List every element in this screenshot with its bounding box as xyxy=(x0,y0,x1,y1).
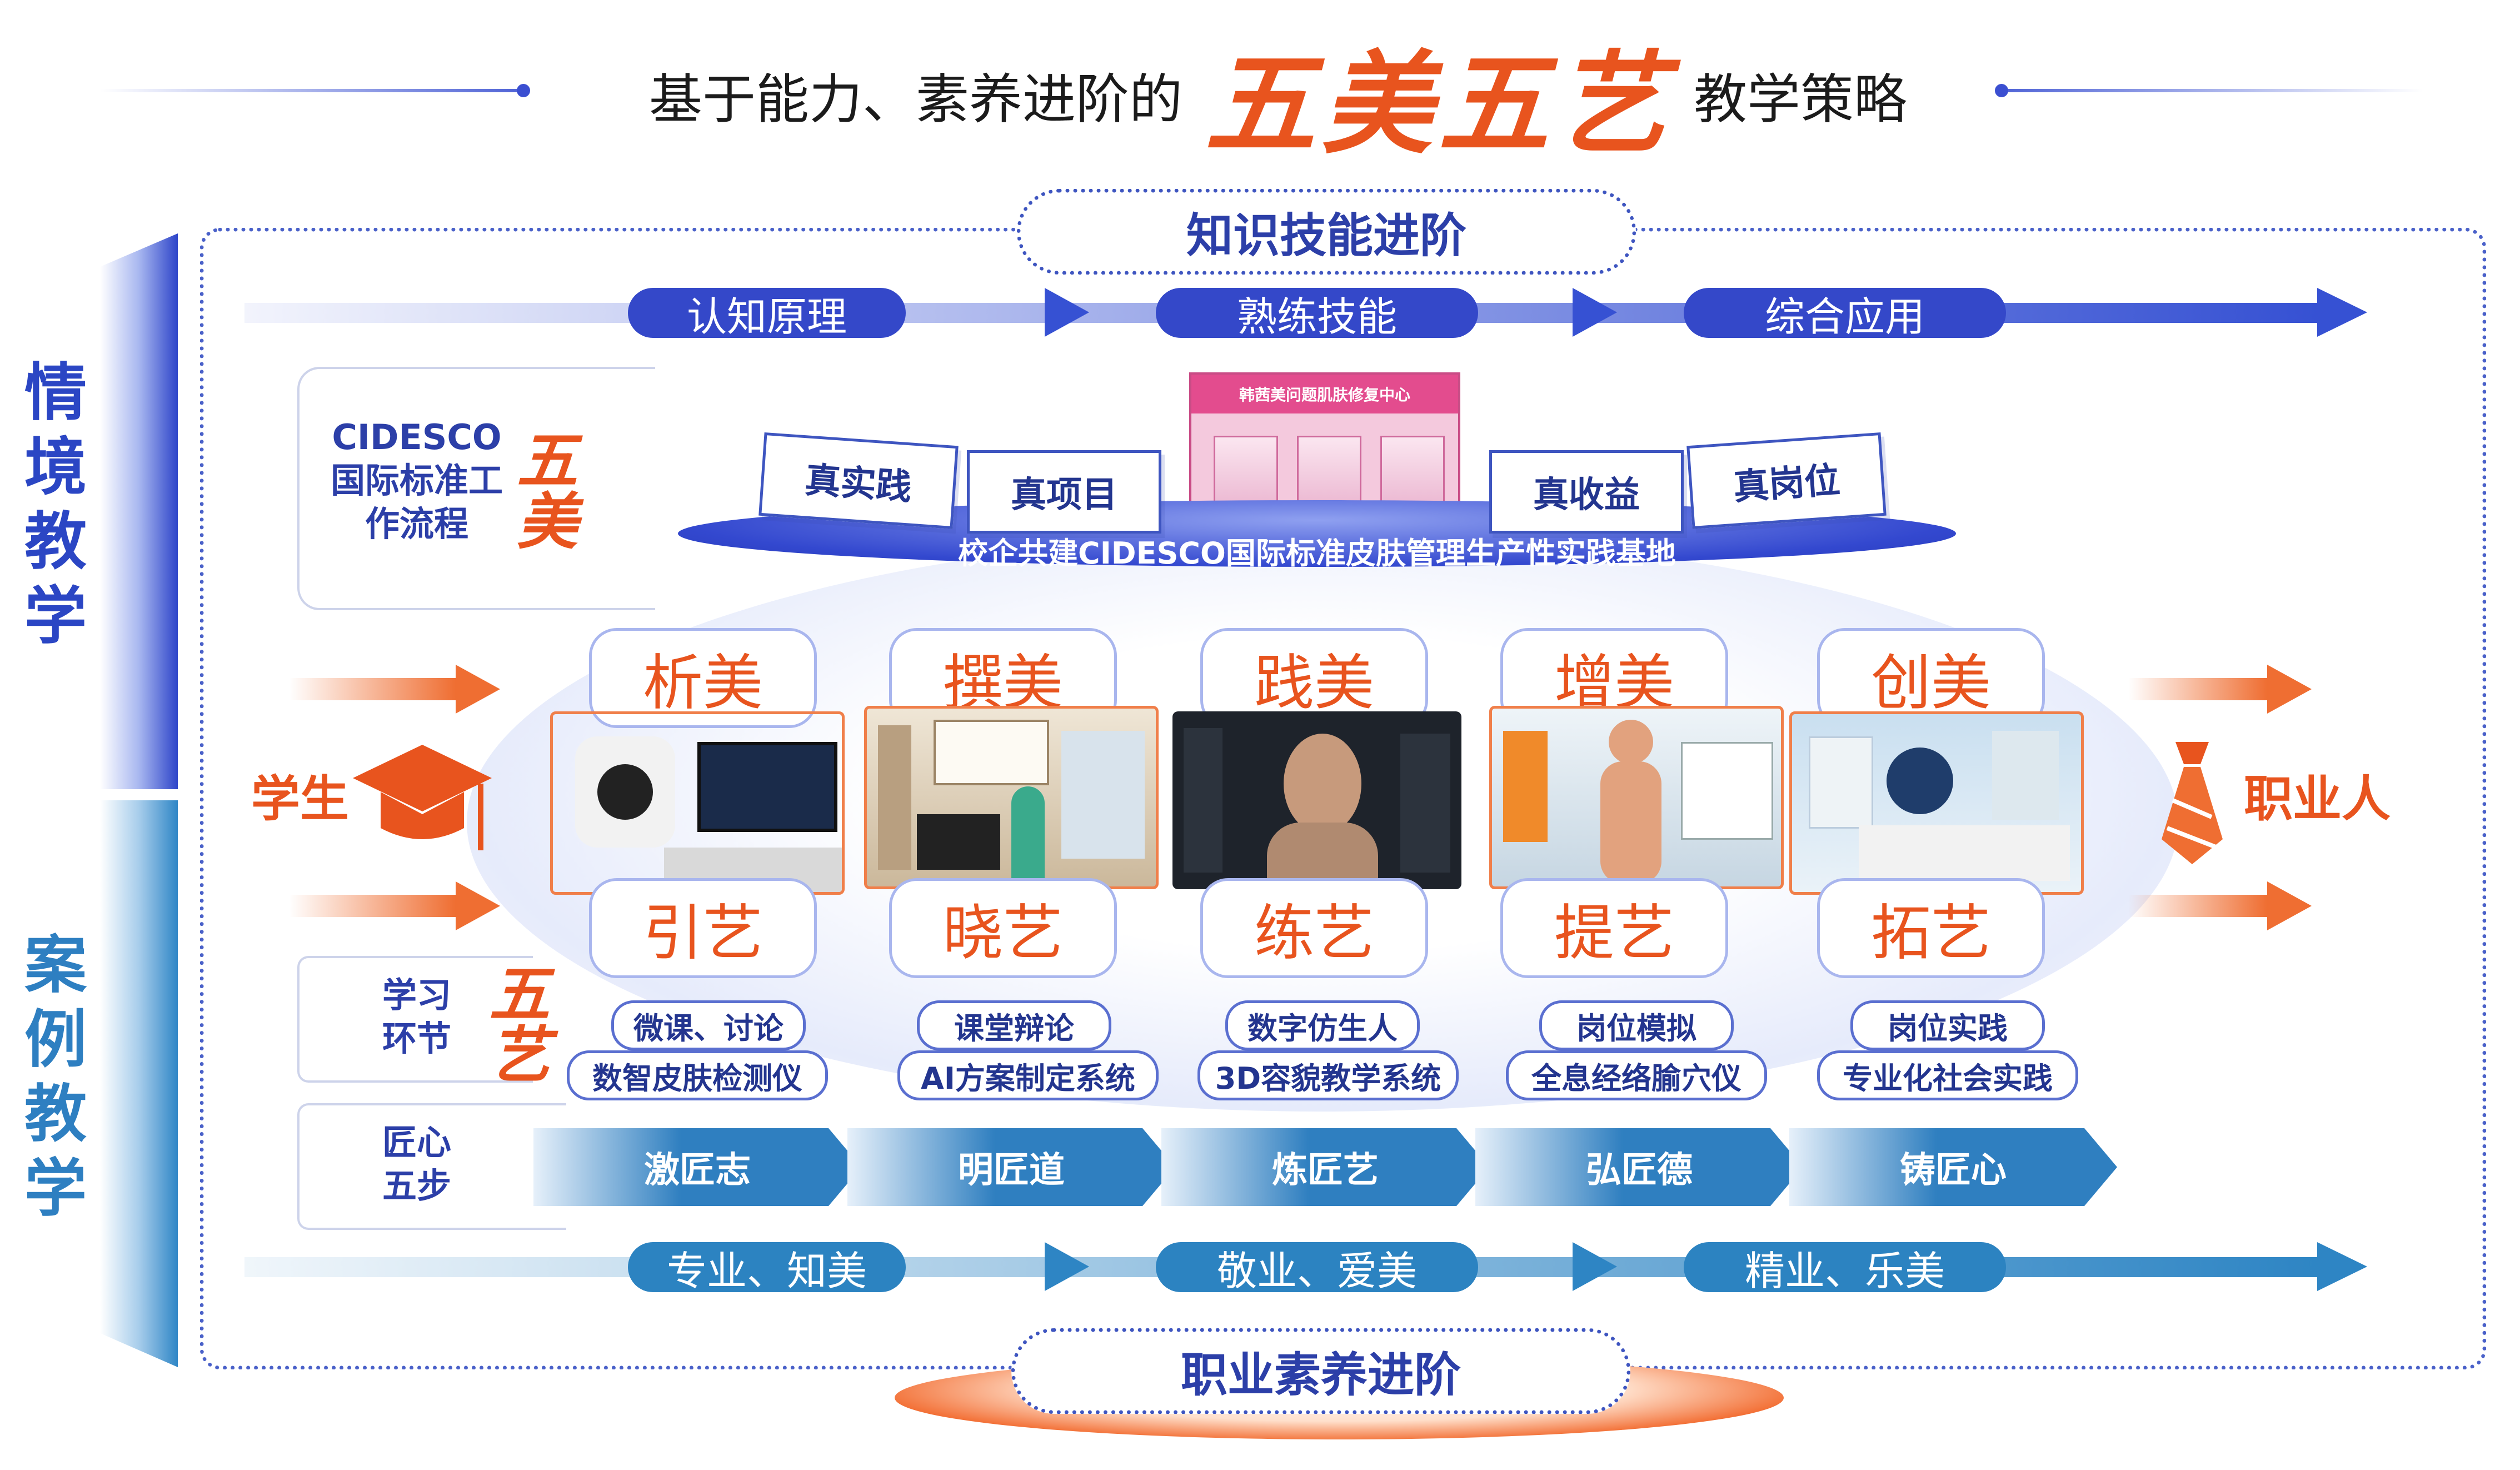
tool-pill: 专业化社会实践 xyxy=(1817,1050,2078,1100)
arrow-right-icon xyxy=(456,665,500,714)
platform-text: 校企共建CIDESCO国际标准皮肤管理生产性实践基地 xyxy=(678,534,1956,567)
craft-step-chevron: 铸匠心 xyxy=(1789,1128,2117,1206)
activity-pill: 数字仿生人 xyxy=(1225,1000,1420,1050)
necktie-icon xyxy=(2156,739,2228,867)
craft-text: 匠心 五步 xyxy=(356,1114,478,1214)
knowledge-header: 知识技能进阶 xyxy=(1017,189,1636,275)
craft-line: 五步 xyxy=(382,1164,451,1208)
craft-step-chevron: 明匠道 xyxy=(847,1128,1175,1206)
skin-care-practice-photo xyxy=(1789,711,2084,895)
tag-real-practice: 真实践 xyxy=(759,432,959,529)
title-prefix: 基于能力、素养进阶的 xyxy=(649,56,1182,133)
quality-header: 职业素养进阶 xyxy=(1011,1328,1630,1414)
activity-pill: 微课、讨论 xyxy=(611,1000,806,1050)
virtual-classroom-photo xyxy=(864,706,1159,889)
cidesco-text: CIDESCO 国际标准工 作流程 xyxy=(311,414,522,547)
cidesco-line: 作流程 xyxy=(365,502,468,546)
title-accent: 五美五艺 xyxy=(1205,14,1671,175)
activity-pill: 岗位实践 xyxy=(1850,1000,2045,1050)
tag-real-income: 真收益 xyxy=(1489,450,1684,534)
knowledge-track-arrow-icon xyxy=(2317,288,2367,337)
column-bottom-card: 提艺 xyxy=(1500,878,1728,978)
column-bottom-card: 晓艺 xyxy=(889,878,1117,978)
cidesco-line: 国际标准工 xyxy=(331,459,503,502)
quality-track-arrow-icon xyxy=(2317,1242,2367,1291)
tool-pill: 全息经络腧穴仪 xyxy=(1506,1050,1767,1100)
sidebar-label-situational: 情境教学 xyxy=(22,356,89,654)
tool-pill: 3D容貌教学系统 xyxy=(1197,1050,1459,1100)
learning-line: 学习 xyxy=(382,974,451,1017)
cidesco-line: CIDESCO xyxy=(332,416,501,459)
craft-step-chevron: 炼匠艺 xyxy=(1161,1128,1489,1206)
sidebar-case xyxy=(100,800,178,1367)
student-label: 学生 xyxy=(233,756,367,834)
knowledge-stage: 熟练技能 xyxy=(1156,288,1478,338)
arrow-right-icon xyxy=(456,881,500,930)
student-arrow-bottom xyxy=(289,895,456,917)
activity-pill: 岗位模拟 xyxy=(1539,1000,1734,1050)
store-sign: 韩茜美问题肌肤修复中心 xyxy=(1191,375,1458,413)
title-decor-line-right xyxy=(2000,89,2423,92)
digital-human-photo xyxy=(1172,711,1461,889)
arrow-right-icon xyxy=(2267,881,2312,930)
cidesco-accent: 五美 xyxy=(511,400,572,578)
learning-accent: 五艺 xyxy=(478,950,550,1095)
professional-arrow-top xyxy=(2128,678,2267,700)
student-arrow-top xyxy=(289,678,456,700)
quality-stage: 精业、乐美 xyxy=(1684,1242,2006,1292)
title-decor-dot-right xyxy=(1995,84,2008,97)
graduation-cap-icon xyxy=(350,739,495,856)
knowledge-arrow-icon xyxy=(1045,288,1089,337)
quality-arrow-icon xyxy=(1045,1242,1089,1291)
sidebar-situational xyxy=(100,233,178,789)
quality-stage: 专业、知美 xyxy=(628,1242,906,1292)
sidebar-label-case: 案例教学 xyxy=(22,928,89,1226)
skin-analyzer-photo xyxy=(550,711,845,895)
column-bottom-card: 练艺 xyxy=(1200,878,1428,978)
title-decor-line-left xyxy=(100,89,522,92)
meridian-model-photo xyxy=(1489,706,1784,889)
tag-real-project: 真项目 xyxy=(967,450,1161,534)
knowledge-stage: 认知原理 xyxy=(628,288,906,338)
knowledge-stage: 综合应用 xyxy=(1684,288,2006,338)
tool-pill: AI方案制定系统 xyxy=(897,1050,1159,1100)
column-bottom-card: 拓艺 xyxy=(1817,878,2045,978)
title-suffix: 教学策略 xyxy=(1694,56,1907,133)
learning-text: 学习 环节 xyxy=(356,967,478,1067)
craft-step-chevron: 弘匠德 xyxy=(1475,1128,1803,1206)
tag-real-position: 真岗位 xyxy=(1686,432,1887,529)
tool-pill: 数智皮肤检测仪 xyxy=(567,1050,828,1100)
knowledge-arrow-icon xyxy=(1573,288,1617,337)
page-title: 基于能力、素养进阶的 五美五艺 教学策略 xyxy=(611,22,1945,167)
title-decor-dot-left xyxy=(517,84,530,97)
professional-label: 职业人 xyxy=(2234,756,2401,834)
craft-line: 匠心 xyxy=(382,1121,451,1164)
learning-line: 环节 xyxy=(382,1017,451,1060)
craft-step-chevron: 激匠志 xyxy=(533,1128,861,1206)
professional-arrow-bottom xyxy=(2128,895,2267,917)
activity-pill: 课堂辩论 xyxy=(917,1000,1111,1050)
column-bottom-card: 引艺 xyxy=(589,878,817,978)
arrow-right-icon xyxy=(2267,665,2312,714)
quality-stage: 敬业、爱美 xyxy=(1156,1242,1478,1292)
quality-arrow-icon xyxy=(1573,1242,1617,1291)
